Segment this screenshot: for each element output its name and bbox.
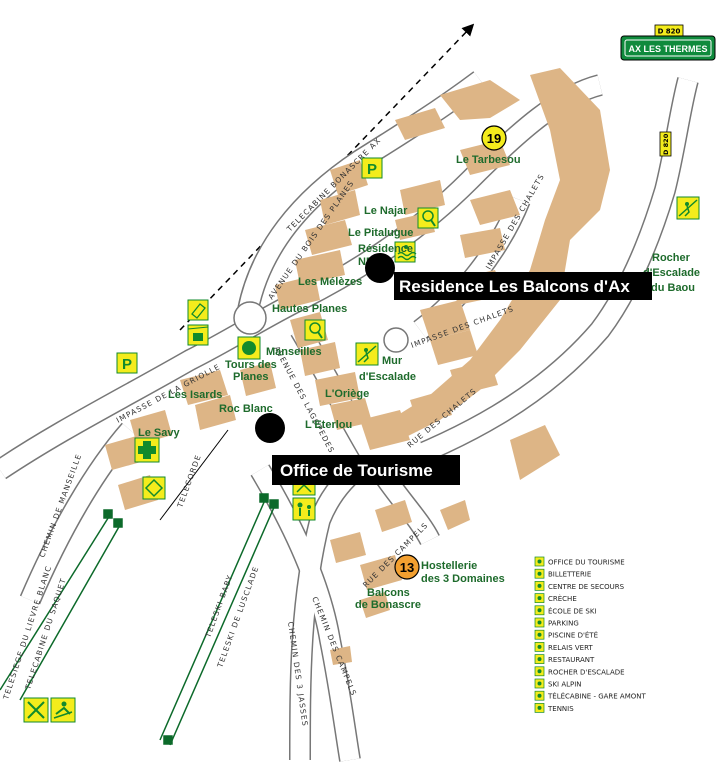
legend-label: BILLETTERIE: [548, 571, 591, 579]
legend-item: PISCINE D'ÉTÉ: [534, 629, 598, 640]
climbing-icon: [676, 196, 700, 220]
hautes-planes-label: Hautes Planes: [272, 303, 347, 315]
gondola-icon: [187, 324, 209, 346]
mur-line2-label: d'Escalade: [359, 371, 416, 383]
l-eterlou-label: L'Eterlou: [305, 419, 352, 431]
hostellerie-line2-label: des 3 Domaines: [421, 573, 505, 585]
balcons-line2-label: de Bonascre: [355, 599, 421, 611]
legend-item: CENTRE DE SECOURS: [534, 581, 625, 591]
parking-icon: P: [361, 157, 383, 179]
legend-label: CENTRE DE SECOURS: [548, 583, 625, 591]
residence-marker[interactable]: [365, 253, 395, 283]
les-isards-label: Les Isards: [168, 389, 222, 401]
legend-label: TÉLÉCABINE - GARE AMONT: [547, 692, 646, 701]
legend-label: PARKING: [548, 620, 579, 628]
rocher-line1-label: Rocher: [652, 252, 691, 264]
residence-line1-label: Résidence: [358, 243, 413, 255]
svg-text:13: 13: [400, 560, 414, 575]
legend-item: TENNIS: [534, 703, 574, 713]
office-tourisme-icon: [142, 476, 166, 500]
legend-label: CRÈCHE: [548, 594, 577, 603]
tennis-icon: [417, 207, 439, 229]
svg-text:19: 19: [487, 131, 501, 146]
hostellerie-line1-label: Hostellerie: [421, 560, 477, 572]
legend-item: CRÈCHE: [534, 593, 577, 603]
legend-item: TÉLÉCABINE - GARE AMONT: [534, 690, 646, 701]
mur-line1-label: Mur: [382, 355, 403, 367]
legend-item: BILLETTERIE: [534, 568, 591, 579]
le-savy-label: Le Savy: [138, 427, 180, 439]
ski-alpin-icon: [50, 697, 76, 723]
legend-item: ROCHER D'ESCALADE: [534, 666, 625, 676]
ticket-icon: [187, 299, 209, 321]
telecorde-label: TELECORDE: [175, 453, 203, 510]
manseilles-label: Manseilles: [266, 346, 322, 358]
legend-label: TENNIS: [547, 705, 574, 713]
road-signs: D 820 AX LES THERMES D 820: [620, 24, 716, 157]
rocher-line3-label: du Baou: [651, 282, 695, 294]
tours-line1-label: Tours des: [225, 359, 277, 371]
legend-label: SKI ALPIN: [548, 681, 582, 689]
balcons-line1-label: Balcons: [367, 587, 410, 599]
first-aid-icon: [134, 437, 160, 463]
ski-lifts: [0, 429, 279, 746]
legend-item: SKI ALPIN: [534, 678, 582, 689]
office-callout[interactable]: Office de Tourisme: [272, 455, 460, 485]
restaurant-icon: [23, 697, 49, 723]
svg-text:P: P: [122, 356, 132, 373]
ax-les-thermes-sign: AX LES THERMES: [628, 44, 707, 54]
office-callout-text: Office de Tourisme: [280, 461, 433, 480]
relais-vert-icon: [237, 336, 261, 360]
le-najar-label: Le Najar: [364, 205, 408, 217]
creche-icon: [292, 497, 316, 521]
rocher-line2-label: d'Escalade: [643, 267, 700, 279]
legend: OFFICE DU TOURISME BILLETTERIE CENTRE DE S…: [534, 556, 646, 713]
badge-13: 13: [394, 554, 420, 580]
badge-19: 19: [481, 125, 507, 151]
teleski-lusclade-label: TELESKI DE LUSCLADE: [215, 565, 261, 670]
residence-callout[interactable]: Residence Les Balcons d'Ax: [394, 272, 652, 300]
svg-text:P: P: [367, 161, 377, 178]
legend-label: PISCINE D'ÉTÉ: [548, 631, 598, 640]
office-marker[interactable]: [255, 413, 285, 443]
les-melezes-label: Les Mélèzes: [298, 276, 362, 288]
tours-line2-label: Planes: [233, 371, 268, 383]
legend-label: RELAIS VERT: [548, 644, 593, 652]
parking-icon: P: [116, 352, 138, 374]
climbing-icon: [355, 342, 379, 366]
map-icons: P P: [23, 157, 700, 723]
legend-item: RESTAURANT: [534, 654, 595, 664]
legend-item: PARKING: [534, 617, 579, 628]
legend-label: ÉCOLE DE SKI: [548, 606, 597, 615]
legend-item: OFFICE DU TOURISME: [534, 556, 625, 567]
d820-side-sign: D 820: [662, 133, 670, 155]
legend-label: ROCHER D'ESCALADE: [548, 668, 625, 676]
legend-item: ÉCOLE DE SKI: [534, 605, 597, 615]
tennis-icon: [304, 319, 326, 341]
legend-item: RELAIS VERT: [534, 642, 593, 652]
le-tarbesou-label: Le Tarbesou: [456, 154, 521, 166]
residence-callout-text: Residence Les Balcons d'Ax: [399, 277, 630, 296]
legend-label: RESTAURANT: [548, 656, 595, 664]
d820-top-sign: D 820: [658, 28, 681, 36]
le-pitalugue-label: Le Pitalugue: [348, 227, 413, 239]
l-oriege-label: L'Oriège: [325, 388, 369, 400]
pool-icon: [394, 241, 417, 263]
roc-blanc-label: Roc Blanc: [219, 403, 273, 415]
legend-label: OFFICE DU TOURISME: [548, 559, 625, 567]
